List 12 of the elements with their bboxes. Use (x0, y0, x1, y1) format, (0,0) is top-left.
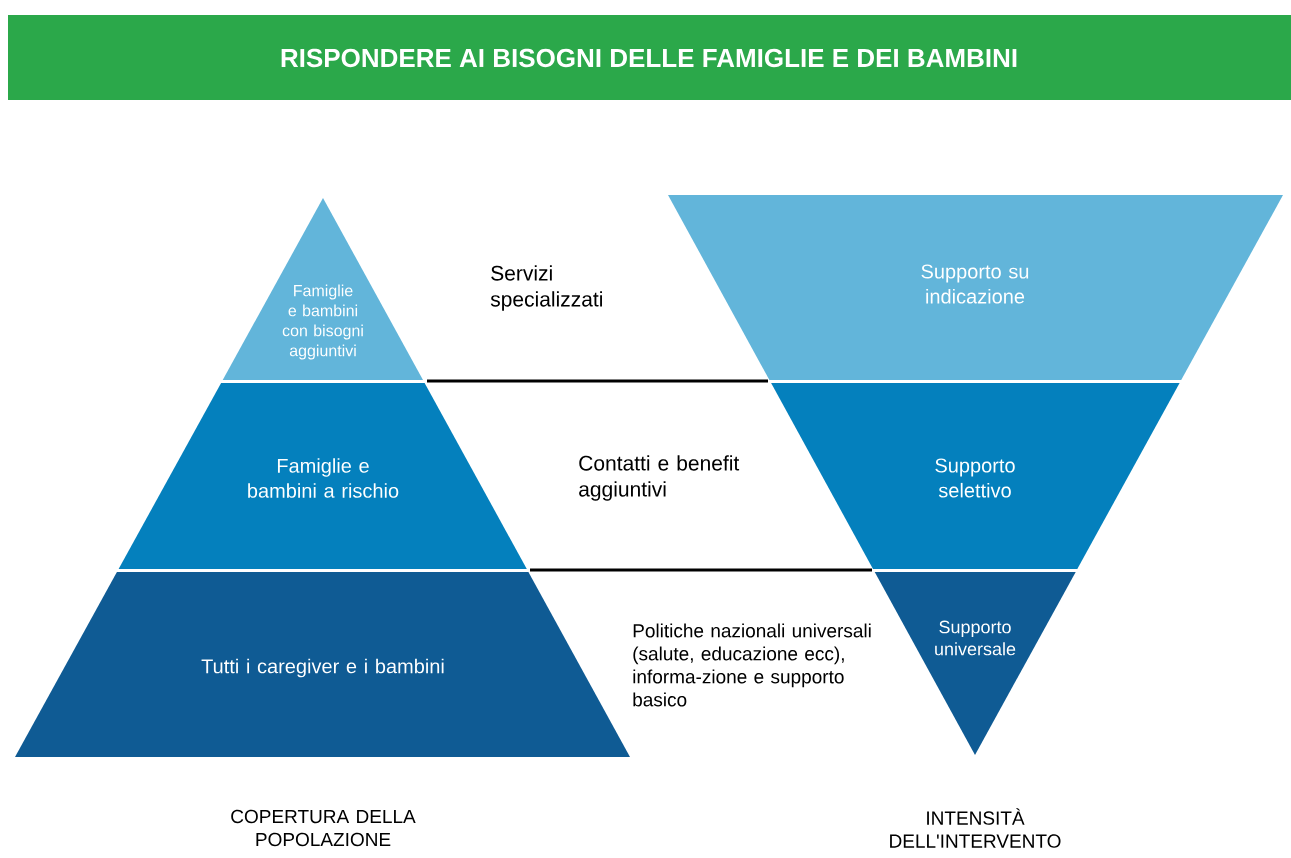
text-label: Contatti e benefit aggiuntivi (579, 455, 740, 501)
pyramid-band: Supporto selettivo (771, 383, 1180, 569)
text-label: INTENSITÀ DELL'INTERVENTO (890, 808, 1061, 848)
pyramid-band: Famiglie e bambini con bisogni aggiuntivi (222, 198, 423, 380)
text-label: Politiche nazionali universali (salute, educazione ecc), informa-zione e supporto basico (633, 623, 871, 707)
text-label: Servizi specializzati (490, 265, 602, 311)
pyramid-band: Supporto universale (874, 572, 1076, 755)
title-banner: RISPONDERE AI BISOGNI DELLE FAMIGLIE E DEI BAMBINI (8, 15, 1291, 100)
text-label: COPERTURA DELLA POPOLAZIONE (231, 809, 416, 847)
pyramid-band: Famiglie e bambini a rischio (118, 383, 527, 569)
pyramid-band: Tutti i caregiver e i bambini (15, 572, 630, 757)
pyramid-band: Supporto su indicazione (668, 195, 1283, 380)
